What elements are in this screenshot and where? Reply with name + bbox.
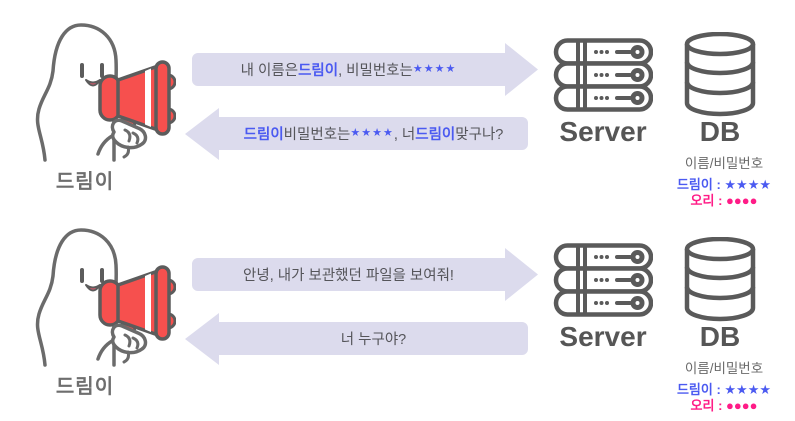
message-segment: 맞구나?	[455, 127, 504, 143]
message-segment: 드림이	[415, 127, 456, 143]
message-segment: 안녕, 내가 보관했던 파일을 보여줘!	[243, 268, 454, 284]
message-segment: 드림이	[298, 63, 339, 79]
server-icon	[553, 38, 653, 112]
db-table-header: 이름/비밀번호	[684, 361, 764, 376]
db-row-duck: 오리 : ●●●●	[690, 397, 758, 413]
request-message: 안녕, 내가 보관했던 파일을 보여줘!	[192, 258, 505, 291]
db-row-dreami: 드림이 : ★★★★	[676, 382, 772, 397]
response-arrow	[185, 313, 528, 365]
database-icon	[684, 32, 756, 117]
db-table-header: 이름/비밀번호	[684, 156, 764, 171]
response-message: 너 누구야?	[219, 322, 528, 355]
db-table: 이름/비밀번호 드림이 : ★★★★ 오리 : ●●●●	[656, 152, 792, 208]
request-arrow	[192, 43, 538, 96]
server-label: Server	[559, 116, 647, 147]
eyes-icon	[80, 63, 104, 78]
character-illustration	[35, 23, 176, 162]
message-segment: 너 누구야?	[340, 332, 407, 348]
message-segment: 드림이	[243, 127, 284, 143]
database-icon	[684, 237, 756, 322]
hand-icon	[96, 118, 148, 159]
message-segment: , 너	[393, 127, 416, 143]
character-illustration	[35, 228, 176, 367]
hand-icon	[96, 323, 148, 364]
message-segment: 내 이름은	[240, 63, 299, 79]
password-stars: ★★★★	[350, 127, 394, 139]
response-message: 드림이 비밀번호는 ★★★★, 너 드림이 맞구나?	[219, 117, 528, 150]
actor-name-label: 드림이	[55, 376, 115, 398]
request-message: 내 이름은 드림이, 비밀번호는 ★★★★	[192, 53, 505, 86]
db-label: DB	[699, 321, 741, 352]
db-label: DB	[699, 116, 741, 147]
eyes-icon	[80, 268, 104, 283]
message-segment: , 비밀번호는	[338, 63, 413, 79]
db-table: 이름/비밀번호 드림이 : ★★★★ 오리 : ●●●●	[656, 357, 792, 413]
server-label: Server	[559, 321, 647, 352]
ghost-figure	[35, 23, 118, 162]
password-stars: ★★★★	[412, 63, 457, 75]
message-segment: 비밀번호는	[283, 127, 351, 143]
scene-no-credentials: 드림이 안녕, 내가 보관했던 파일을 보여줘! 너 누구야?	[0, 205, 795, 415]
db-row-dreami: 드림이 : ★★★★	[676, 177, 772, 192]
db-row-duck: 오리 : ●●●●	[690, 192, 758, 208]
scene-login: 드림이 내 이름은 드림이, 비밀번호는 ★★★★ 드림이 비밀번호는 ★★★★…	[0, 0, 795, 210]
actor-name-label: 드림이	[55, 171, 115, 193]
server-icon	[553, 243, 653, 317]
request-arrow	[192, 248, 538, 301]
ghost-figure	[35, 228, 118, 367]
megaphone-icon	[98, 265, 176, 351]
response-arrow	[185, 108, 528, 160]
